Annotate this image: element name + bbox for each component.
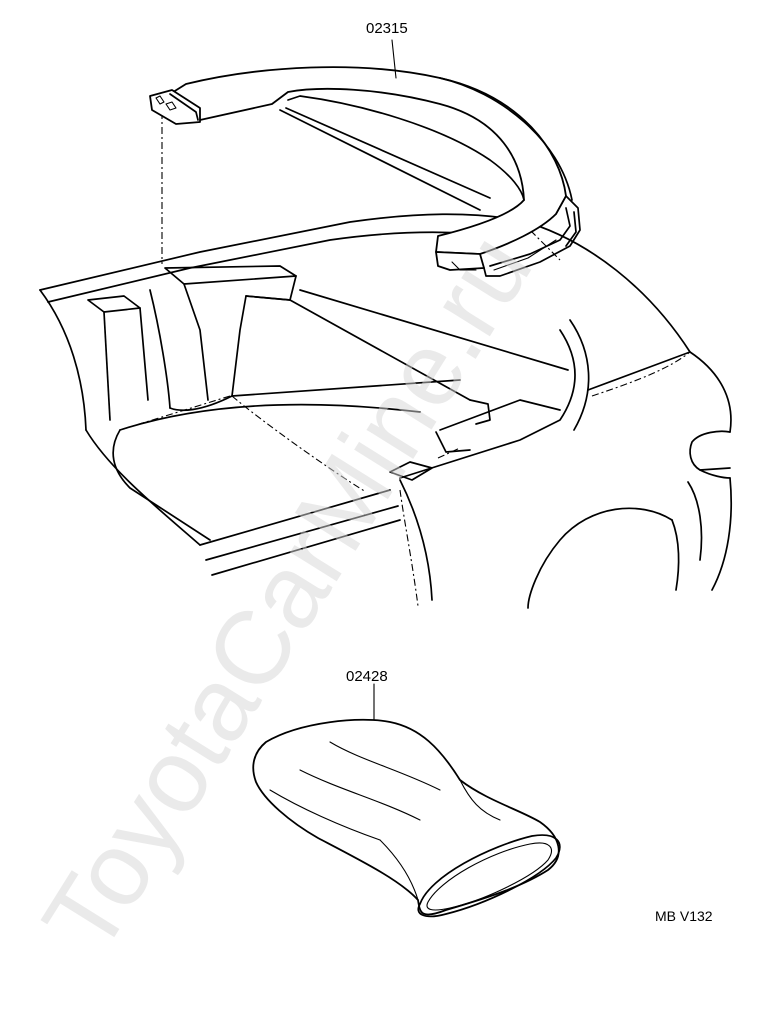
part-number-02315: 02315 [366,20,408,37]
figure-code: MB V132 [655,908,713,924]
car-rear-body [39,112,733,609]
part-02315-illustration [149,39,581,277]
part-number-02428: 02428 [346,668,388,685]
part-02428-illustration [252,683,561,918]
